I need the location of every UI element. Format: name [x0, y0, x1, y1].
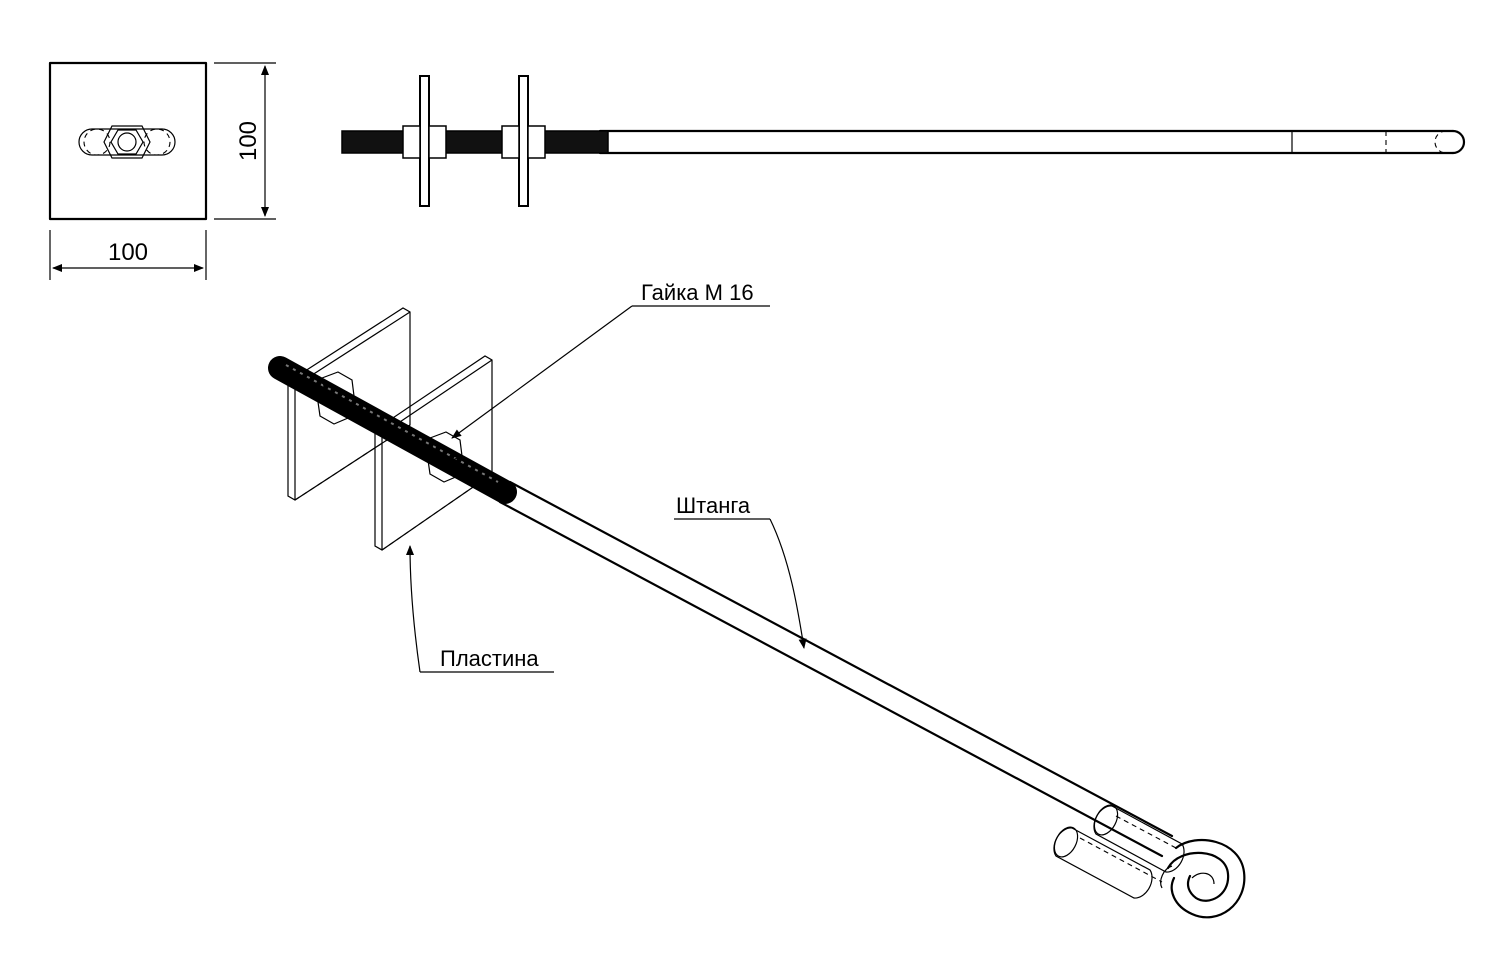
plate-front-view: [48, 61, 208, 221]
callout-nut: Гайка М 16: [451, 280, 770, 439]
height-dimension: 100: [214, 62, 276, 220]
rod-side-view: [341, 75, 1466, 207]
nut-label: Гайка М 16: [641, 280, 754, 305]
height-dimension-label: 100: [235, 121, 262, 161]
callout-rod: Штанга: [674, 493, 807, 649]
width-dimension-label: 100: [108, 239, 148, 266]
anchor-isometric-view: [268, 307, 1246, 919]
callout-plate: Пластина: [406, 545, 554, 673]
plate-label: Пластина: [440, 646, 539, 671]
rod-label: Штанга: [676, 493, 751, 518]
width-dimension: 100: [49, 230, 207, 280]
